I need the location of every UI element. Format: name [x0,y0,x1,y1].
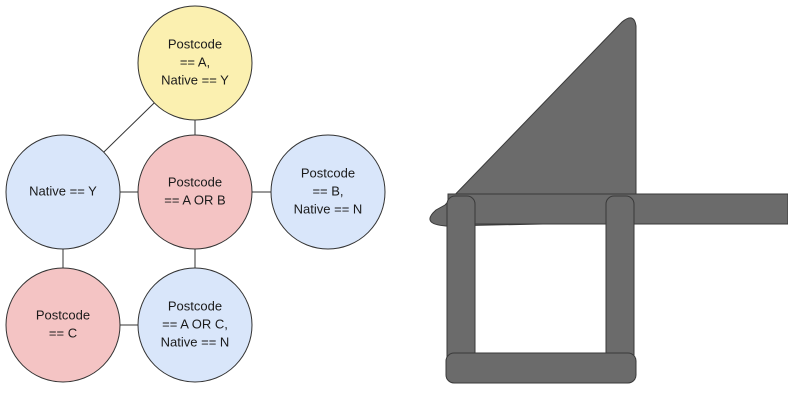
gray-house-shape [429,17,788,384]
edge-n-a-y-n-native-y [103,102,155,153]
node-n-a-y: Postcode == A, Native == Y [137,5,253,121]
node-circle [137,134,253,250]
node-label-line: Native == N [161,334,230,349]
node-n-a-or-c-n: Postcode == A OR C, Native == N [137,267,253,383]
node-label-line: == A, [180,54,210,69]
node-label-line: == B, [312,183,343,198]
node-n-c: Postcode == C [5,267,121,383]
node-circle [137,5,253,121]
node-n-b-n: Postcode == B, Native == N [270,134,386,250]
node-label-line: Postcode [168,36,222,51]
node-label-line: Postcode [301,165,355,180]
node-label-line: Postcode [36,307,90,322]
node-circle [5,134,121,250]
node-n-a-or-b: Postcode == A OR B [137,134,253,250]
node-label-line: == A OR C, [162,316,228,331]
node-label-line: Native == Y [29,183,97,198]
node-label-line: Native == Y [161,72,229,87]
node-label-line: Postcode [168,298,222,313]
node-n-native-y: Native == Y [5,134,121,250]
node-label-line: == C [49,325,77,340]
node-circle [5,267,121,383]
bottom-bar [445,352,637,384]
graph-edges [62,102,271,326]
node-circle [270,134,386,250]
node-label-line: Native == N [294,201,363,216]
node-label-line: == A OR B [164,192,225,207]
node-circle [137,267,253,383]
node-label-line: Postcode [168,174,222,189]
